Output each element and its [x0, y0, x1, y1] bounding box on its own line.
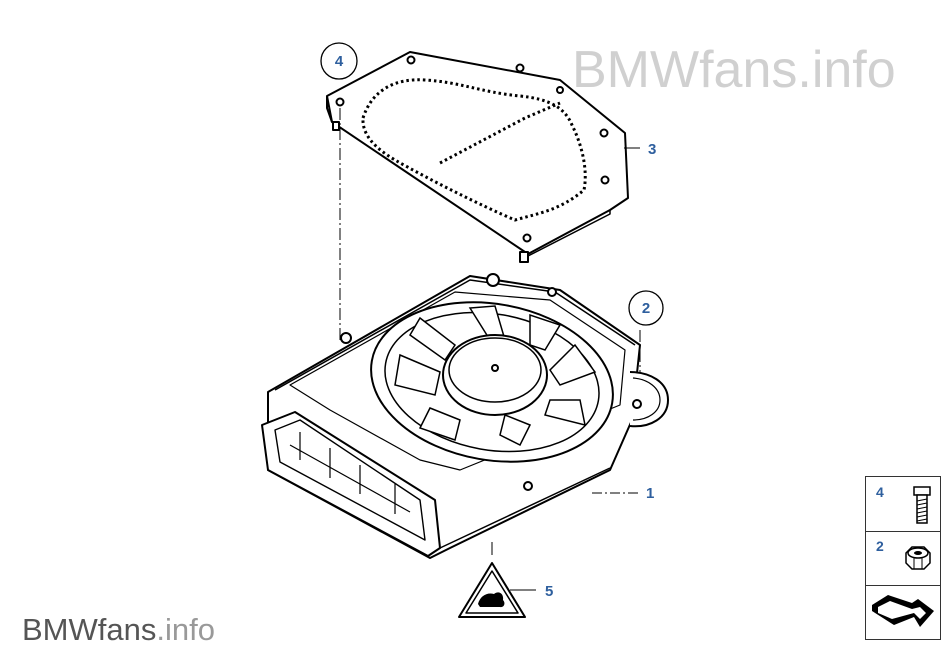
svg-text:3: 3 [648, 141, 656, 158]
bolt-icon [913, 486, 931, 524]
svg-text:4: 4 [335, 53, 344, 70]
speaker-driver [370, 301, 614, 463]
nut-icon [905, 546, 931, 570]
svg-text:2: 2 [642, 300, 650, 317]
callout-4: 4 [320, 42, 358, 80]
legend-item-bolt[interactable]: 4 [866, 477, 940, 532]
callout-1: 1 [592, 485, 654, 502]
callout-5: 5 [491, 542, 553, 600]
svg-text:5: 5 [545, 583, 553, 600]
svg-text:1: 1 [646, 485, 654, 502]
watermark-bottom: BMWfans.info [22, 612, 215, 647]
watermark-top: BMWfans.info [572, 41, 896, 99]
legend-number: 4 [876, 484, 884, 500]
cover-plate [326, 51, 629, 263]
warning-label-icon [458, 562, 526, 618]
legend-item-nut[interactable]: 2 [866, 531, 940, 586]
legend-nav[interactable] [866, 585, 940, 639]
arrow-icon [872, 595, 934, 627]
parts-legend: 4 2 [865, 476, 941, 640]
callout-2: 2 [628, 290, 664, 326]
callout-3: 3 [624, 141, 656, 158]
legend-number: 2 [876, 538, 884, 554]
